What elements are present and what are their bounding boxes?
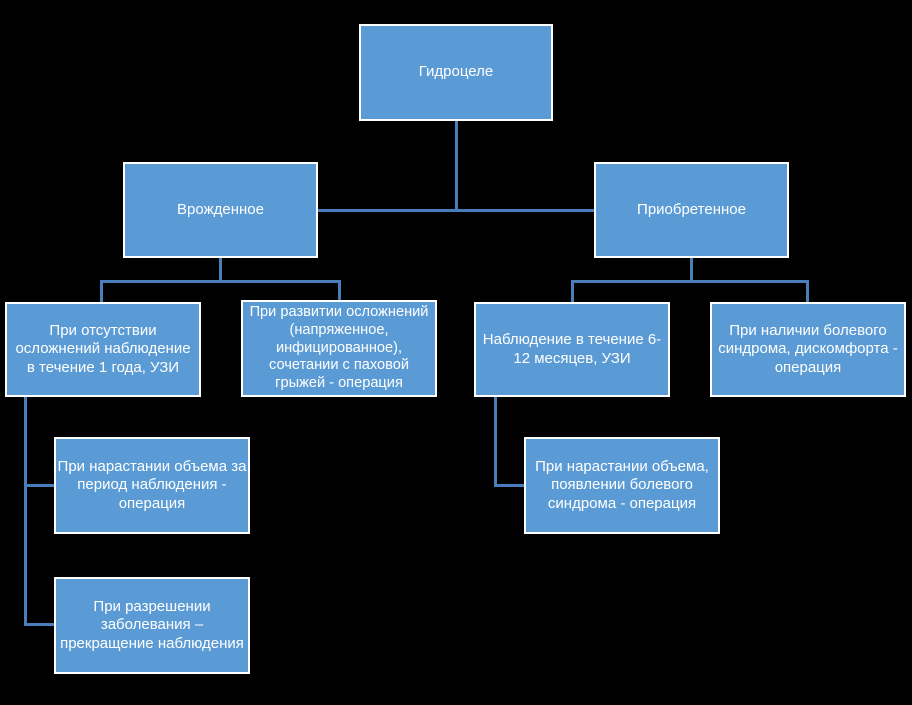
node-congenital-resolution: При разрешении заболевания – прекращение…: [54, 577, 250, 674]
node-congenital: Врожденное: [123, 162, 318, 258]
connector-hanging-left-vertical: [24, 396, 27, 626]
connector-root-vertical: [455, 121, 458, 211]
connector-stub-volume-increase: [24, 484, 54, 487]
connector-drop-no-complications: [100, 280, 103, 302]
node-label: Наблюдение в течение 6- 12 месяцев, УЗИ: [482, 331, 662, 367]
connector-stub-resolution: [24, 623, 54, 626]
node-acquired-observation: Наблюдение в течение 6- 12 месяцев, УЗИ: [474, 302, 670, 397]
node-congenital-no-complications: При отсутствии осложнений наблюдение в т…: [5, 302, 201, 397]
connector-stub-acquired-volume: [494, 484, 524, 487]
node-label: При нарастании объема, появлении болевог…: [535, 457, 709, 512]
node-congenital-volume-increase: При нарастании объема за период наблюден…: [54, 437, 250, 534]
node-acquired-volume-increase: При нарастании объема, появлении болевог…: [524, 437, 720, 534]
node-label: При отсутствии осложнений наблюдение в т…: [15, 321, 191, 376]
node-label: При развитии осложнений (напряженное, ин…: [249, 303, 429, 392]
node-label: При нарастании объема за период наблюден…: [57, 457, 247, 512]
connector-congenital-children-horizontal: [100, 280, 341, 283]
node-acquired-pain-syndrome: При наличии болевого синдрома, дискомфор…: [710, 302, 906, 397]
connector-hanging-right-vertical: [494, 396, 497, 486]
node-root-hydrocele: Гидроцеле: [359, 24, 553, 121]
connector-drop-observation: [571, 280, 574, 302]
connector-acquired-vertical: [690, 258, 693, 283]
connector-congenital-vertical: [219, 258, 222, 283]
connector-drop-complications: [338, 280, 341, 302]
node-label: При разрешении заболевания – прекращение…: [60, 597, 244, 652]
node-label: Приобретенное: [637, 200, 746, 218]
node-congenital-complications: При развитии осложнений (напряженное, ин…: [241, 300, 437, 397]
connector-drop-pain: [806, 280, 809, 302]
node-label: Гидроцеле: [418, 63, 494, 81]
connector-level1-horizontal: [318, 209, 594, 212]
connector-acquired-children-horizontal: [571, 280, 809, 283]
node-label: При наличии болевого синдрома, дискомфор…: [718, 321, 898, 376]
node-acquired: Приобретенное: [594, 162, 789, 258]
node-label: Врожденное: [177, 200, 264, 218]
